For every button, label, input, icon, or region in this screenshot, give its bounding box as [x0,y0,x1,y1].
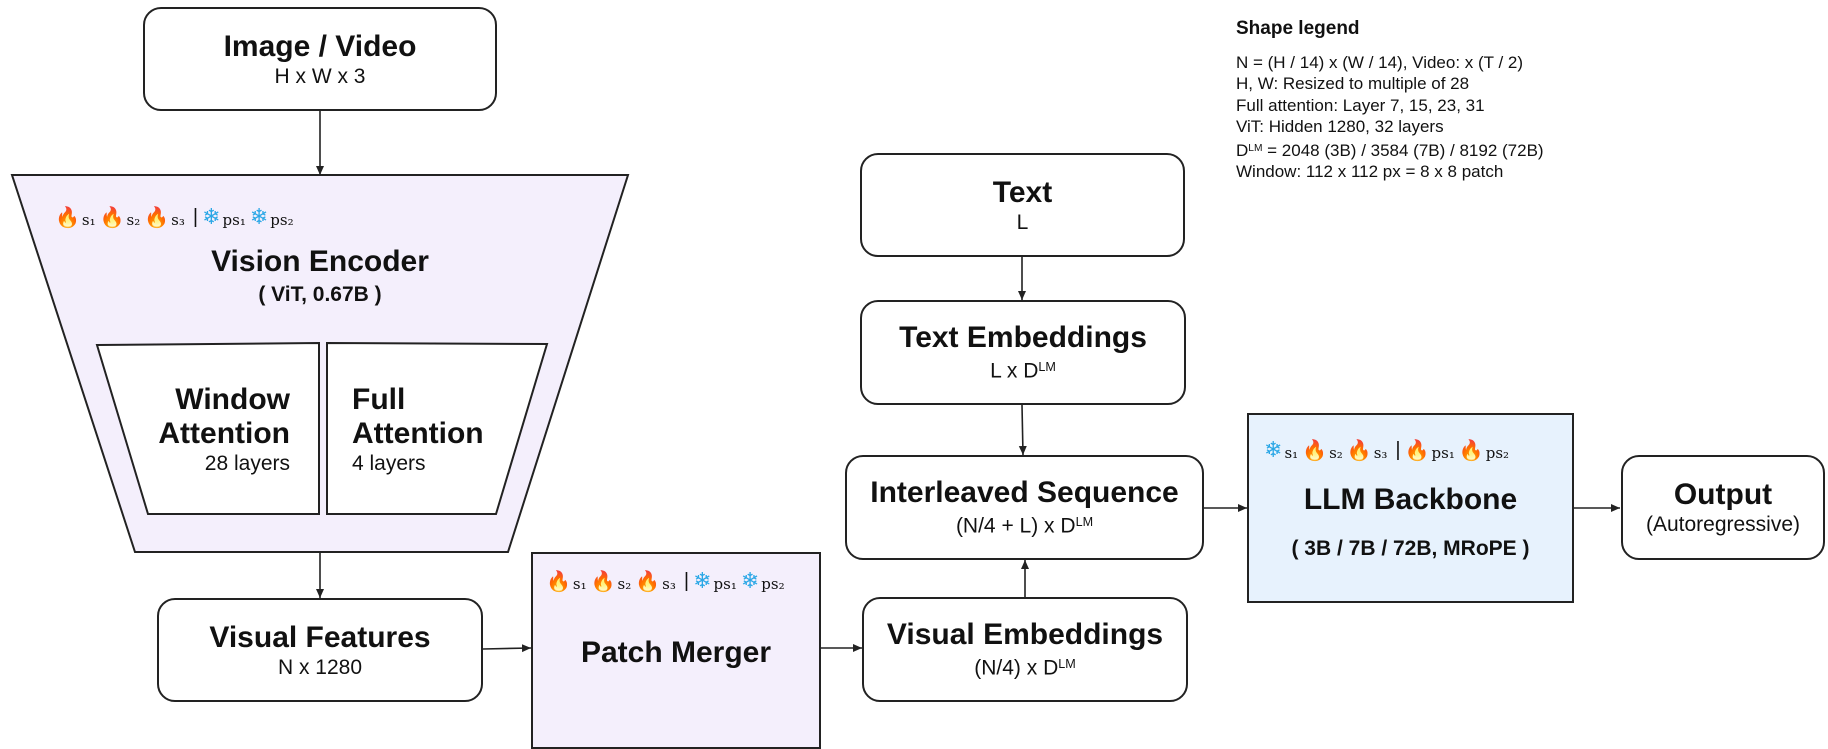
full-attention-title-1: Full [352,383,406,416]
flame-icon: 🔥 [99,206,125,229]
full-attention-shape [326,341,549,515]
interleaved-shape: (N/4 + L) x DLM [956,510,1093,538]
arrow-embeddings-to-interleaved [1018,404,1027,456]
vision-encoder-title: Vision Encoder [211,245,429,278]
visual-embeddings-node: Visual Embeddings (N/4) x DLM [862,597,1188,702]
input-title: Image / Video [223,29,417,63]
vision-encoder-subtitle: ( ViT, 0.67B ) [258,283,382,306]
window-attention-title-2: Attention [158,417,290,450]
visual-features-title: Visual Features [209,620,431,654]
stage-label: s₁ [81,211,96,229]
merger-annotation: 🔥s₁ 🔥s₂ 🔥s₃ | ❄ps₁ ❄ps₂ [546,568,789,594]
patch-merger-title: Patch Merger [580,636,772,669]
text-embeddings-shape: L x DLM [990,355,1056,383]
legend-line: Full attention: Layer 7, 15, 23, 31 [1236,95,1485,115]
full-attention-label: Full Attention 4 layers [352,383,522,476]
legend-dlm-sup: LM [1248,142,1263,154]
stage-label: ps₂ [761,575,785,593]
interleaved-shape-sup: LM [1075,515,1094,530]
snowflake-icon: ❄ [740,568,760,593]
text-embeddings-title: Text Embeddings [899,321,1147,355]
patch-merger-node: 🔥s₁ 🔥s₂ 🔥s₃ | ❄ps₁ ❄ps₂ Patch Merger [531,552,821,749]
interleaved-shape-prefix: (N/4 + L) x D [955,514,1076,538]
visual-embeddings-title: Visual Embeddings [886,618,1164,652]
stage-label: ps₁ [1431,444,1455,462]
text-shape: L [1016,210,1029,234]
flame-icon: 🔥 [1404,439,1430,462]
interleaved-sequence-node: Interleaved Sequence (N/4 + L) x DLM [845,455,1204,560]
text-embeddings-node: Text Embeddings L x DLM [860,300,1186,405]
llm-title: LLM Backbone [1303,483,1518,516]
output-node: Output (Autoregressive) [1621,455,1825,560]
visual-embeddings-shape-prefix: (N/4) x D [974,656,1059,680]
stage-label: ps₂ [270,211,294,229]
stage-label: s₂ [1329,444,1343,462]
text-node: Text L [860,153,1185,257]
visual-features-node: Visual Features N x 1280 [157,598,483,702]
snowflake-icon: ❄ [249,204,269,229]
legend-line: H, W: Resized to multiple of 28 [1236,74,1470,93]
input-node: Image / Video H x W x 3 [143,7,497,111]
flame-icon: 🔥 [1302,439,1328,462]
window-attention-label: Window Attention 28 layers [120,383,290,476]
snowflake-icon: ❄ [1264,437,1283,462]
stage-label: s₃ [662,575,676,593]
stage-label: s₁ [1284,444,1299,462]
flame-icon: 🔥 [1458,439,1484,462]
text-embeddings-shape-sup: LM [1038,360,1056,375]
stage-label: s₃ [1373,444,1388,462]
snowflake-icon: ❄ [693,568,712,593]
stage-label: s₁ [572,575,587,593]
stage-label: ps₁ [713,575,737,593]
legend-dlm-rest: = 2048 (3B) / 3584 (7B) / 8192 (72B) [1262,140,1544,160]
legend-line: Window: 112 x 112 px = 8 x 8 patch [1236,162,1504,182]
legend-line: DLM = 2048 (3B) / 3584 (7B) / 8192 (72B) [1236,138,1544,162]
arrow-features-to-merger [482,644,532,653]
window-attention-layers: 28 layers [204,452,290,475]
visual-embeddings-shape: (N/4) x DLM [974,652,1076,680]
llm-annotation: ❄s₁ 🔥s₂ 🔥s₃ | 🔥ps₁ 🔥ps₂ [1264,437,1513,463]
encoder-annotation: 🔥s₁ 🔥s₂ 🔥s₃ | ❄ps₁ ❄ps₂ [55,204,298,230]
stage-label: ps₂ [1485,444,1510,462]
vision-encoder-header: Vision Encoder ( ViT, 0.67B ) [170,245,470,307]
flame-icon: 🔥 [546,570,571,593]
flame-icon: 🔥 [144,206,170,229]
output-subtitle: (Autoregressive) [1645,513,1801,536]
legend-dlm-prefix: D [1236,140,1249,160]
shape-legend: Shape legend N = (H / 14) x (W / 14), Vi… [1236,18,1544,183]
llm-subtitle: ( 3B / 7B / 72B, MRoPE ) [1291,537,1530,560]
llm-backbone-node: ❄s₁ 🔥s₂ 🔥s₃ | 🔥ps₁ 🔥ps₂ LLM Backbone ( 3… [1247,413,1574,603]
snowflake-icon: ❄ [202,204,221,229]
separator: | [192,205,199,228]
separator: | [1395,438,1401,461]
text-title: Text [992,175,1053,209]
window-attention-title-1: Window [175,383,290,416]
flame-icon: 🔥 [635,570,661,593]
stage-label: s₂ [617,575,632,593]
legend-line: N = (H / 14) x (W / 14), Video: x (T / 2… [1236,52,1524,72]
output-title: Output [1673,478,1773,511]
stage-label: ps₁ [222,211,246,229]
full-attention-title-2: Attention [352,417,484,450]
window-attention-shape [95,341,320,515]
full-attention-layers: 4 layers [352,452,426,475]
flame-icon: 🔥 [1346,439,1372,462]
separator: | [683,569,690,592]
visual-features-shape: N x 1280 [277,655,363,679]
legend-line: ViT: Hidden 1280, 32 layers [1236,117,1444,136]
stage-label: s₂ [126,211,141,229]
legend-title: Shape legend [1236,18,1360,39]
stage-label: s₃ [171,211,185,229]
flame-icon: 🔥 [590,570,616,593]
text-embeddings-shape-prefix: L x D [990,359,1039,383]
input-shape: H x W x 3 [274,64,366,88]
interleaved-title: Interleaved Sequence [870,476,1179,510]
visual-embeddings-shape-sup: LM [1058,657,1076,672]
flame-icon: 🔥 [55,206,80,229]
